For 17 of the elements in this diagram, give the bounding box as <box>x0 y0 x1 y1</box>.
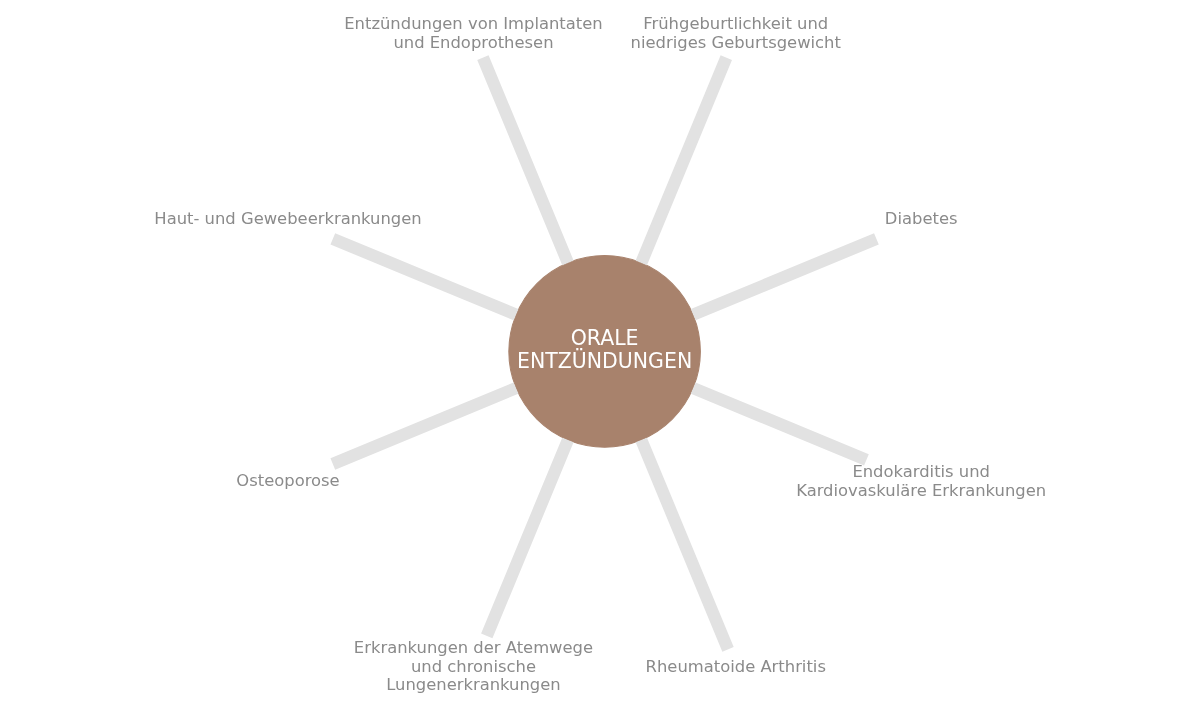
node-text: Entzündungen von Implantaten und Endoprothesen <box>344 14 603 52</box>
connector <box>330 233 519 321</box>
node-text: Osteoporose <box>236 471 340 491</box>
node-text: Haut- und Gewebeerkrankungen <box>154 209 422 229</box>
node-text: Frühgeburtlichkeit und niedriges Geburtsgewicht <box>630 14 841 52</box>
node-text: Erkrankungen der Atemwege und chronische Lungenerkrankungen <box>353 638 594 695</box>
node-circle: ORALE ENTZÜNDUNGEN <box>508 255 701 448</box>
node-text: Rheumatoide Arthritis <box>645 656 826 676</box>
connector <box>690 382 869 466</box>
connector <box>690 233 879 321</box>
connector <box>481 437 574 639</box>
connector <box>330 382 519 470</box>
node-text: Diabetes <box>884 209 958 229</box>
node-text: Endokarditis und Kardiovaskuläre Erkrankungen <box>796 462 1047 500</box>
connector <box>477 55 574 266</box>
connector <box>635 437 734 652</box>
connector <box>635 55 732 266</box>
